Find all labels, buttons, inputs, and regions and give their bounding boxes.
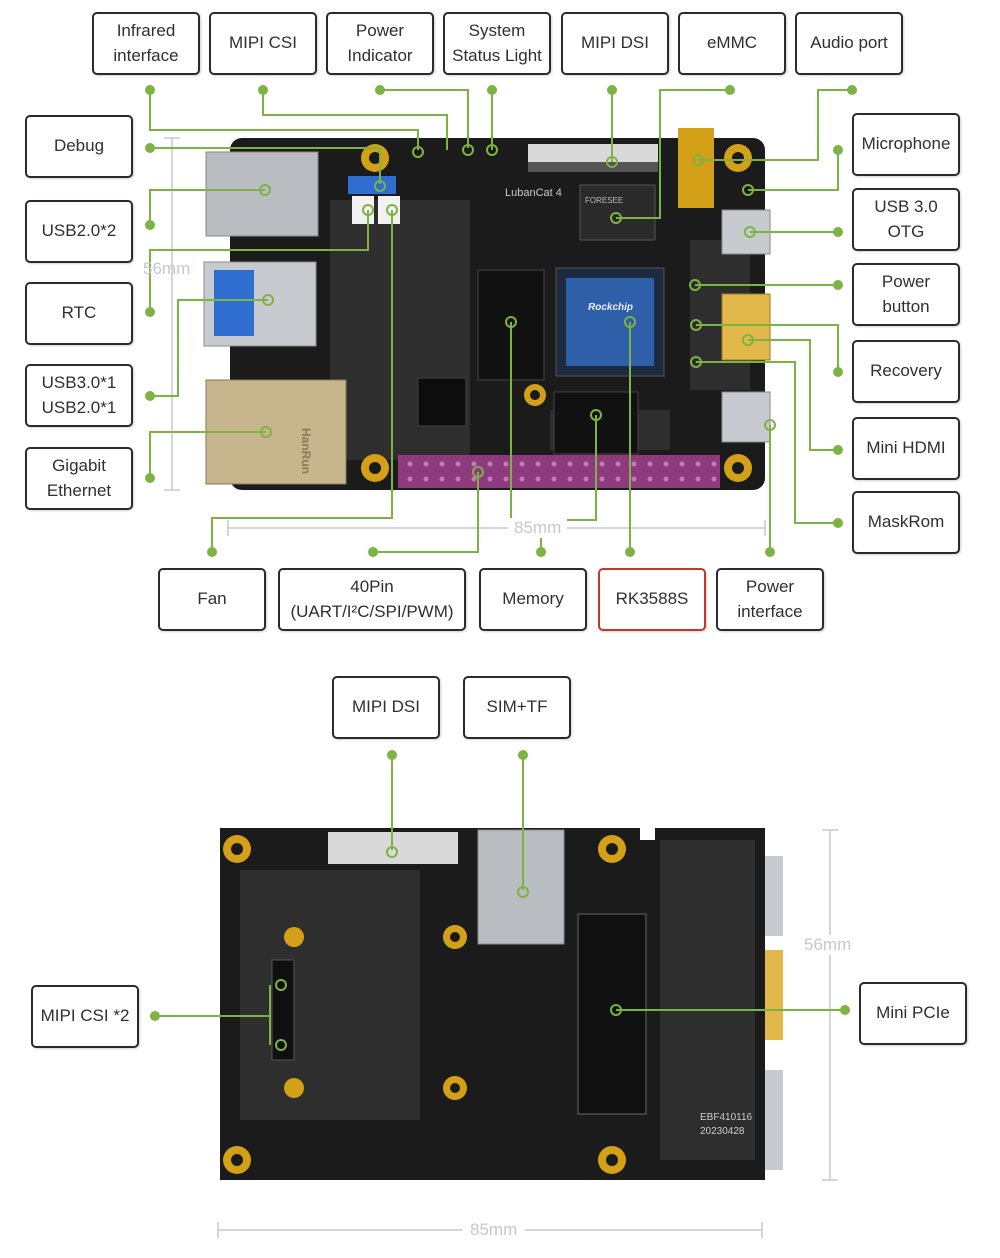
label-rtc: RTC bbox=[25, 282, 133, 345]
label-recovery: Recovery bbox=[852, 340, 960, 403]
emmc-brand-text: FORESEE bbox=[585, 196, 623, 205]
label-memory: Memory bbox=[479, 568, 587, 631]
label-mipi-csi: MIPI CSI bbox=[209, 12, 317, 75]
label-mipi-dsi: MIPI DSI bbox=[561, 12, 669, 75]
back-dim-height: 56mm bbox=[802, 935, 854, 955]
front-wire-dots bbox=[145, 85, 857, 557]
front-board: LubanCat 4 FORESEE Rockchip HanRun bbox=[203, 128, 771, 490]
board-code-text: EBF410116 bbox=[700, 1112, 753, 1123]
label-sim-tf: SIM+TF bbox=[463, 676, 571, 739]
sim-tf-slot bbox=[477, 829, 565, 945]
label-usb3-usb2: USB3.0*1 USB2.0*1 bbox=[25, 364, 133, 427]
label-microphone: Microphone bbox=[852, 113, 960, 176]
label-rk3588s: RK3588S bbox=[598, 568, 706, 631]
front-dim-height: 56mm bbox=[143, 259, 191, 278]
ethernet-brand-text: HanRun bbox=[299, 428, 313, 474]
soc-brand-text: Rockchip bbox=[588, 302, 633, 313]
label-mini-hdmi: Mini HDMI bbox=[852, 417, 960, 480]
label-mini-pcie: Mini PCIe bbox=[859, 982, 967, 1045]
label-power-interface: Power interface bbox=[716, 568, 824, 631]
label-infrared-interface: Infrared interface bbox=[92, 12, 200, 75]
label-system-status-light: System Status Light bbox=[443, 12, 551, 75]
mini-hdmi-port bbox=[721, 293, 771, 361]
mini-pcie-slot bbox=[577, 913, 647, 1115]
audio-jack bbox=[678, 128, 714, 208]
label-usb3-otg: USB 3.0 OTG bbox=[852, 188, 960, 251]
front-target-rings bbox=[259, 144, 776, 478]
front-dim-width: 85mm bbox=[508, 518, 568, 538]
back-dim-width: 85mm bbox=[462, 1220, 526, 1240]
board-date-text: 20230428 bbox=[700, 1126, 745, 1137]
usb-c-power bbox=[721, 391, 771, 443]
board-model-text: LubanCat 4 bbox=[505, 187, 562, 199]
label-gigabit-ethernet: Gigabit Ethernet bbox=[25, 447, 133, 510]
gpio-header bbox=[398, 455, 720, 488]
label-power-button: Power button bbox=[852, 263, 960, 326]
label-mipi-csi-2: MIPI CSI *2 bbox=[31, 985, 139, 1048]
label-emmc: eMMC bbox=[678, 12, 786, 75]
label-maskrom: MaskRom bbox=[852, 491, 960, 554]
label-audio-port: Audio port bbox=[795, 12, 903, 75]
back-wire-dots bbox=[150, 750, 850, 1021]
label-usb2: USB2.0*2 bbox=[25, 200, 133, 263]
back-board: EBF410116 20230428 bbox=[220, 828, 783, 1180]
label-debug: Debug bbox=[25, 115, 133, 178]
label-back-mipi-dsi: MIPI DSI bbox=[332, 676, 440, 739]
back-target-rings bbox=[275, 846, 622, 1051]
label-power-indicator: Power Indicator bbox=[326, 12, 434, 75]
label-fan: Fan bbox=[158, 568, 266, 631]
back-wires bbox=[155, 755, 845, 1045]
label-40pin: 40Pin (UART/I²C/SPI/PWM) bbox=[278, 568, 466, 631]
